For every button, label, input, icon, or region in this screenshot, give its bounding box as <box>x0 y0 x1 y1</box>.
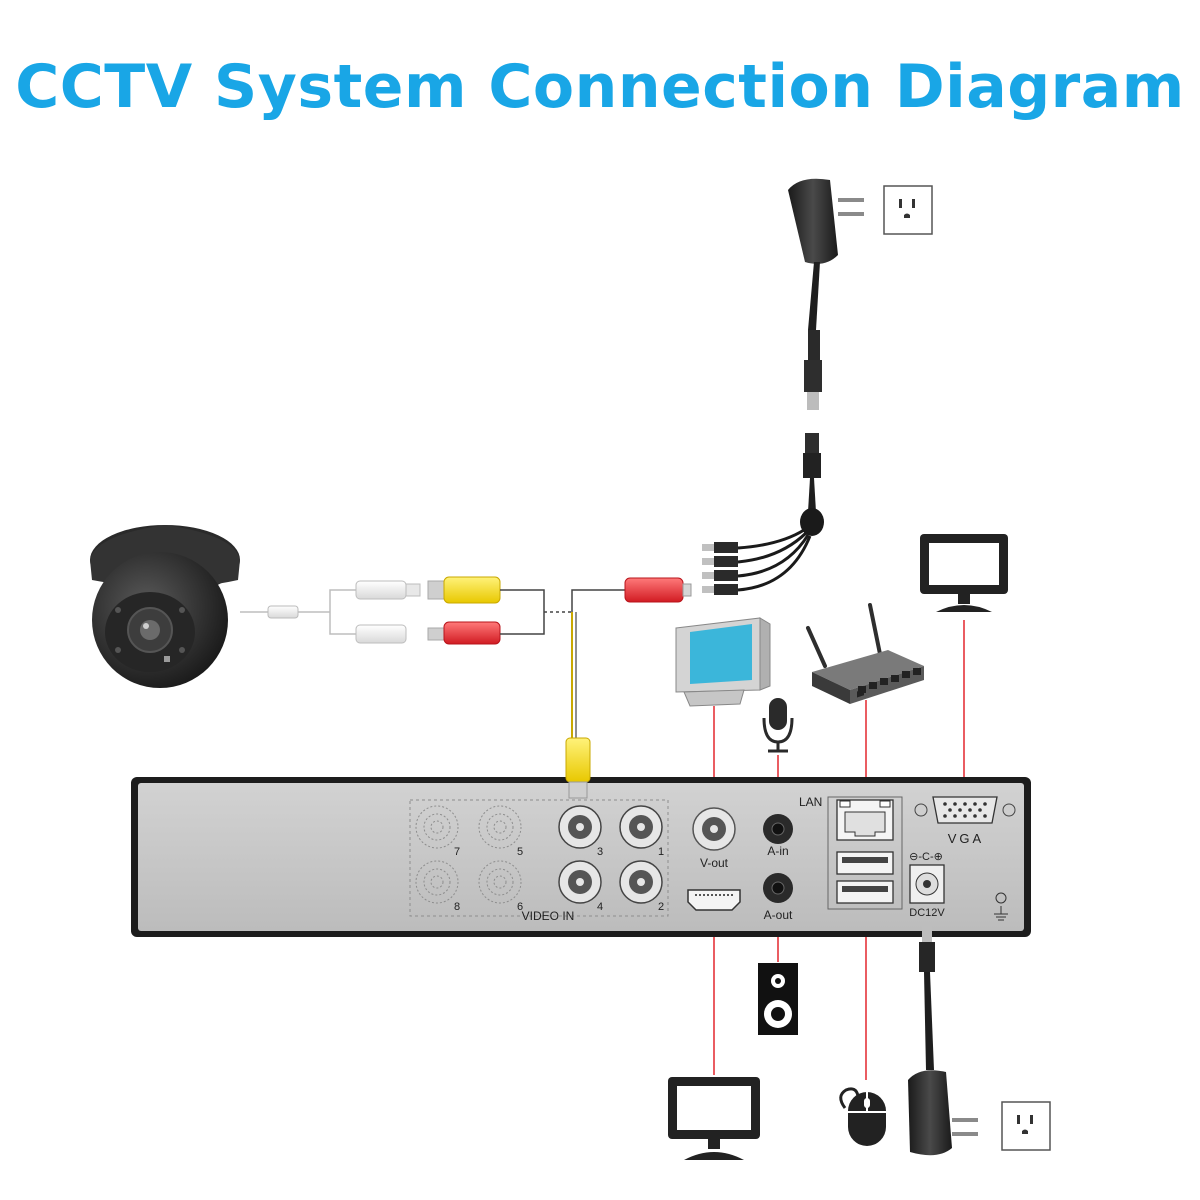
video-in-label: VIDEO IN <box>522 909 575 923</box>
usb-port-top[interactable] <box>836 851 894 875</box>
usb-port-bottom[interactable] <box>836 880 894 904</box>
microphone-icon <box>762 698 794 753</box>
a-in-port[interactable] <box>763 814 793 844</box>
bnc-port-channel-7[interactable] <box>415 805 459 849</box>
white-dc-plug <box>355 624 407 644</box>
lan-label: LAN <box>799 795 822 809</box>
a-out-label: A-out <box>764 908 793 922</box>
bnc-port-channel-6[interactable] <box>478 860 522 904</box>
a-in-label: A-in <box>767 844 788 858</box>
lan-usb-block <box>827 796 903 910</box>
white-bnc-plug <box>355 580 421 600</box>
channel-number-label: 7 <box>454 846 460 858</box>
channel-number-label: 6 <box>517 901 523 913</box>
channel-number-label: 4 <box>597 901 603 913</box>
mouse-icon <box>839 1087 886 1146</box>
a-out-port[interactable] <box>763 873 793 903</box>
vga-port[interactable] <box>914 796 1016 824</box>
crt-monitor-icon <box>675 617 771 707</box>
dvr-rear-panel: 7 5 3 1 8 6 4 2 VIDEO IN V-out A-in A-out LAN <box>131 777 1031 937</box>
speaker-icon <box>758 963 798 1035</box>
ground-icon <box>994 892 1008 921</box>
hdmi-port[interactable] <box>687 889 741 911</box>
lcd-monitor-icon <box>920 534 1008 612</box>
diagram-title: CCTV System Connection Diagram <box>15 52 1185 122</box>
lcd-monitor-icon-bottom <box>668 1077 760 1160</box>
vga-label: VGA <box>948 831 984 846</box>
power-splitter-icon <box>702 433 824 595</box>
v-out-label: V-out <box>700 856 729 870</box>
dc-label: DC12V <box>909 907 945 919</box>
yellow-bnc-connector <box>565 737 591 799</box>
bnc-port-channel-2[interactable] <box>619 860 663 904</box>
lan-port[interactable] <box>836 799 894 841</box>
router-icon <box>806 603 924 704</box>
red-power-plug <box>624 577 692 603</box>
power-adapter-icon <box>788 178 864 410</box>
dc-polarity-symbol: ⊖-C-⊕ <box>909 851 943 863</box>
red-dc-plug <box>427 621 501 645</box>
wall-outlet-icon <box>883 185 933 235</box>
camera-cable <box>240 576 692 740</box>
yellow-bnc-plug <box>427 576 501 604</box>
power-adapter-icon-bottom <box>908 926 978 1156</box>
channel-number-label: 1 <box>658 846 664 858</box>
bnc-port-channel-5[interactable] <box>478 805 522 849</box>
wall-outlet-icon-bottom <box>1001 1101 1051 1151</box>
video-in-block <box>409 799 669 917</box>
channel-number-label: 2 <box>658 901 664 913</box>
channel-number-label: 3 <box>597 846 603 858</box>
bnc-port-channel-3[interactable] <box>558 805 602 849</box>
channel-number-label: 8 <box>454 901 460 913</box>
channel-number-label: 5 <box>517 846 523 858</box>
dome-camera-icon <box>90 525 240 688</box>
bnc-port-channel-1[interactable] <box>619 805 663 849</box>
bnc-ports: 7 5 3 1 8 6 4 2 <box>415 805 664 913</box>
bnc-port-channel-4[interactable] <box>558 860 602 904</box>
dc-power-port[interactable] <box>909 864 945 904</box>
v-out-port[interactable] <box>692 807 736 851</box>
bnc-port-channel-8[interactable] <box>415 860 459 904</box>
